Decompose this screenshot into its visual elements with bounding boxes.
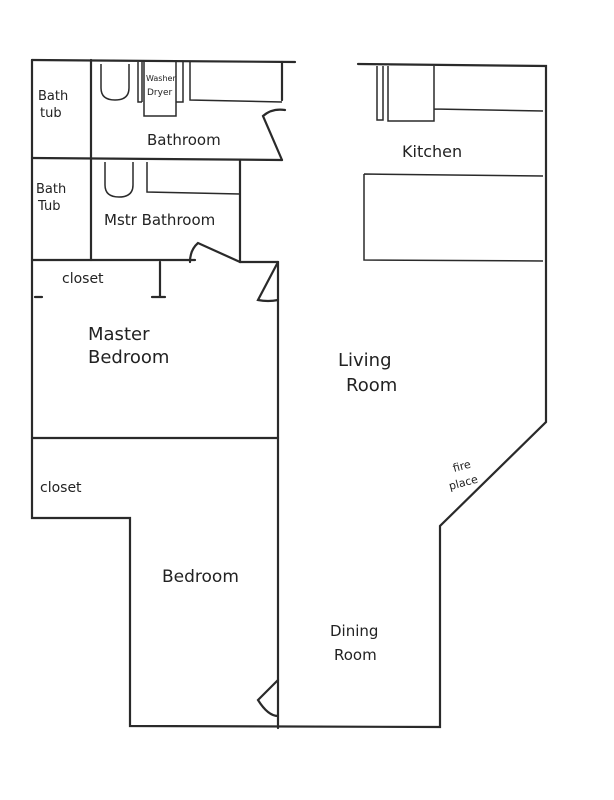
- kitchen-appliances: [376, 66, 544, 122]
- bath-tub-1-label: Bath: [38, 89, 68, 104]
- living-room-label: Living: [338, 350, 392, 371]
- bath-tub-2-label-2: Tub: [37, 199, 60, 214]
- washer-label: Washer: [146, 74, 176, 83]
- bathroom-counter: [189, 62, 283, 103]
- master-bathroom-label: Mstr Bathroom: [104, 211, 215, 229]
- fireplace-label-2: place: [447, 473, 479, 493]
- fireplace-label: fire: [451, 458, 472, 475]
- dining-room-label-2: Room: [334, 646, 377, 664]
- bath-tub-1-label-2: tub: [40, 106, 62, 121]
- closet-2-label: closet: [40, 480, 82, 496]
- living-room-label-2: Room: [346, 375, 397, 396]
- dining-room-label: Dining: [330, 622, 378, 640]
- walls: [30, 58, 548, 730]
- bathroom-door: [261, 108, 287, 162]
- master-bedroom-label: Master: [88, 324, 150, 345]
- fixtures: [100, 62, 544, 262]
- dryer-label: Dryer: [147, 88, 172, 98]
- bedroom-door: [256, 678, 280, 718]
- master-toilet-icon: [104, 162, 134, 198]
- closet-1-label: closet: [62, 271, 104, 287]
- master-bathroom-door: [188, 241, 242, 264]
- kitchen-island: [363, 173, 544, 262]
- master-bedroom-label-2: Bedroom: [88, 347, 169, 368]
- master-bedroom-door: [256, 260, 280, 303]
- bath-tub-2-label: Bath: [36, 182, 66, 197]
- bathroom-label: Bathroom: [147, 131, 221, 149]
- master-counter: [146, 162, 241, 195]
- bedroom-label: Bedroom: [162, 567, 239, 587]
- toilet-icon: [100, 64, 130, 101]
- washer-dryer-icon: [137, 62, 184, 117]
- kitchen-label: Kitchen: [402, 142, 462, 161]
